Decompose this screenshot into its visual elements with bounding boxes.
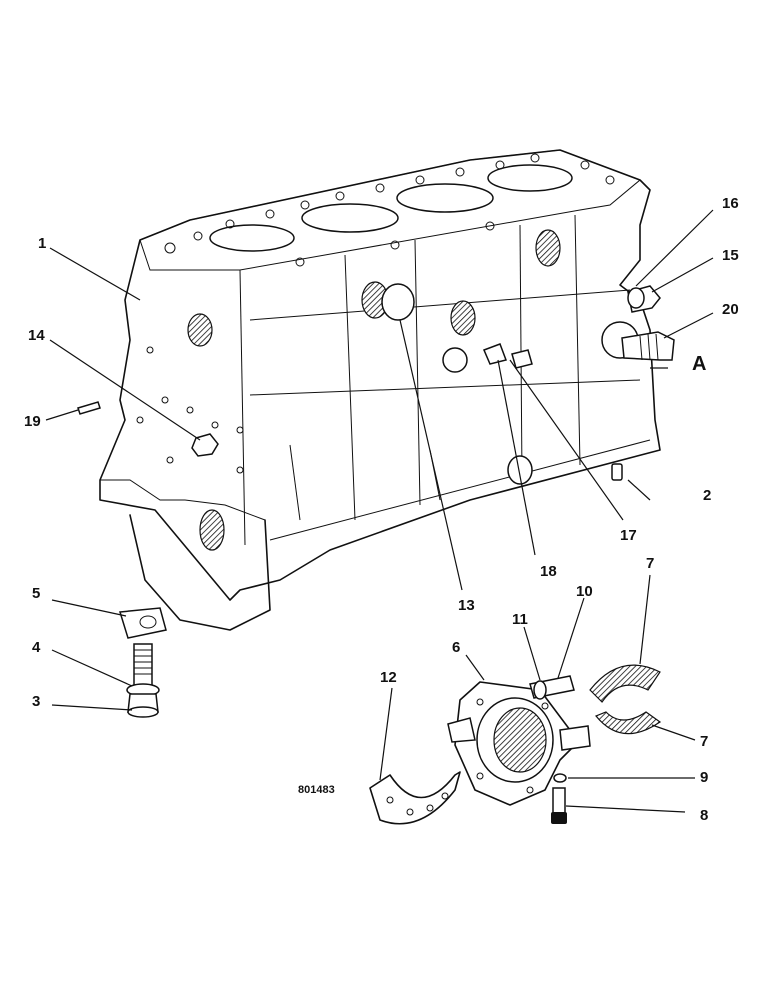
drawing-reference-number: 801483 bbox=[298, 784, 335, 796]
callout-12: 12 bbox=[380, 669, 397, 686]
bolt-3-4 bbox=[126, 643, 160, 718]
callout-10: 10 bbox=[576, 583, 593, 600]
callout-8: 8 bbox=[700, 807, 708, 824]
callout-2: 2 bbox=[703, 487, 711, 504]
side-port-right bbox=[535, 229, 561, 267]
callout-15: 15 bbox=[722, 247, 739, 264]
crank-bore bbox=[199, 509, 225, 551]
cylinder-block bbox=[99, 149, 661, 631]
washer-9 bbox=[553, 773, 567, 783]
callout-17: 17 bbox=[620, 527, 637, 544]
callout-14: 14 bbox=[28, 327, 45, 344]
dowel-pin-19 bbox=[77, 401, 101, 415]
callout-20: 20 bbox=[722, 301, 739, 318]
callout-13: 13 bbox=[458, 597, 475, 614]
front-bore-port bbox=[187, 313, 213, 347]
gasket-12 bbox=[369, 771, 461, 825]
callout-11: 11 bbox=[512, 611, 528, 628]
adaptor-20 bbox=[621, 331, 675, 361]
callout-16: 16 bbox=[722, 195, 739, 212]
deck-holes bbox=[164, 153, 615, 267]
washer-16 bbox=[627, 287, 645, 309]
leader-lines bbox=[45, 209, 714, 813]
bolt-8 bbox=[551, 787, 567, 824]
callout-18: 18 bbox=[540, 563, 557, 580]
callout-7-upper: 7 bbox=[646, 555, 654, 572]
callout-5: 5 bbox=[32, 585, 40, 602]
callout-6: 6 bbox=[452, 639, 460, 656]
callout-3: 3 bbox=[32, 693, 40, 710]
union-17-18 bbox=[483, 343, 533, 369]
bearing-housing-6 bbox=[447, 681, 591, 806]
callout-1: 1 bbox=[38, 235, 46, 252]
plug-13 bbox=[381, 283, 415, 321]
view-marker-a: A bbox=[692, 353, 706, 375]
thrust-washer-7-lower bbox=[595, 711, 662, 735]
callout-19: 19 bbox=[24, 413, 41, 430]
callout-7-lower: 7 bbox=[700, 733, 708, 750]
tab-washer-5 bbox=[119, 607, 167, 639]
bolt-10-11 bbox=[529, 675, 575, 700]
thrust-washer-7-upper bbox=[589, 664, 661, 703]
callout-labels: 1 2 3 4 5 6 7 7 8 9 10 11 12 13 14 15 16… bbox=[24, 195, 739, 824]
side-port-middle bbox=[450, 300, 476, 336]
dowel-pin-2 bbox=[611, 463, 623, 481]
callout-4: 4 bbox=[32, 639, 41, 656]
callout-9: 9 bbox=[700, 769, 708, 786]
